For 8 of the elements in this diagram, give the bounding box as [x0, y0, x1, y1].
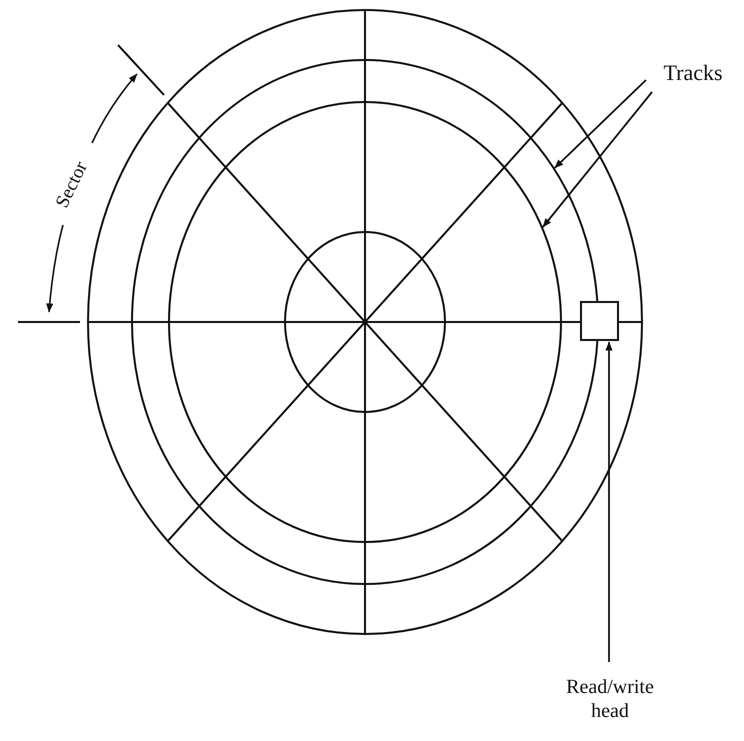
- track-circle: [131, 59, 599, 585]
- leader-arrow: [554, 79, 647, 169]
- sector-label: Sector: [52, 158, 93, 212]
- callout-label: Tracks: [648, 56, 738, 90]
- callout-label: Read/write head: [560, 662, 660, 736]
- read-write-head: [580, 301, 619, 341]
- leader-arrow: [542, 91, 653, 228]
- leader-arrow: [605, 342, 613, 662]
